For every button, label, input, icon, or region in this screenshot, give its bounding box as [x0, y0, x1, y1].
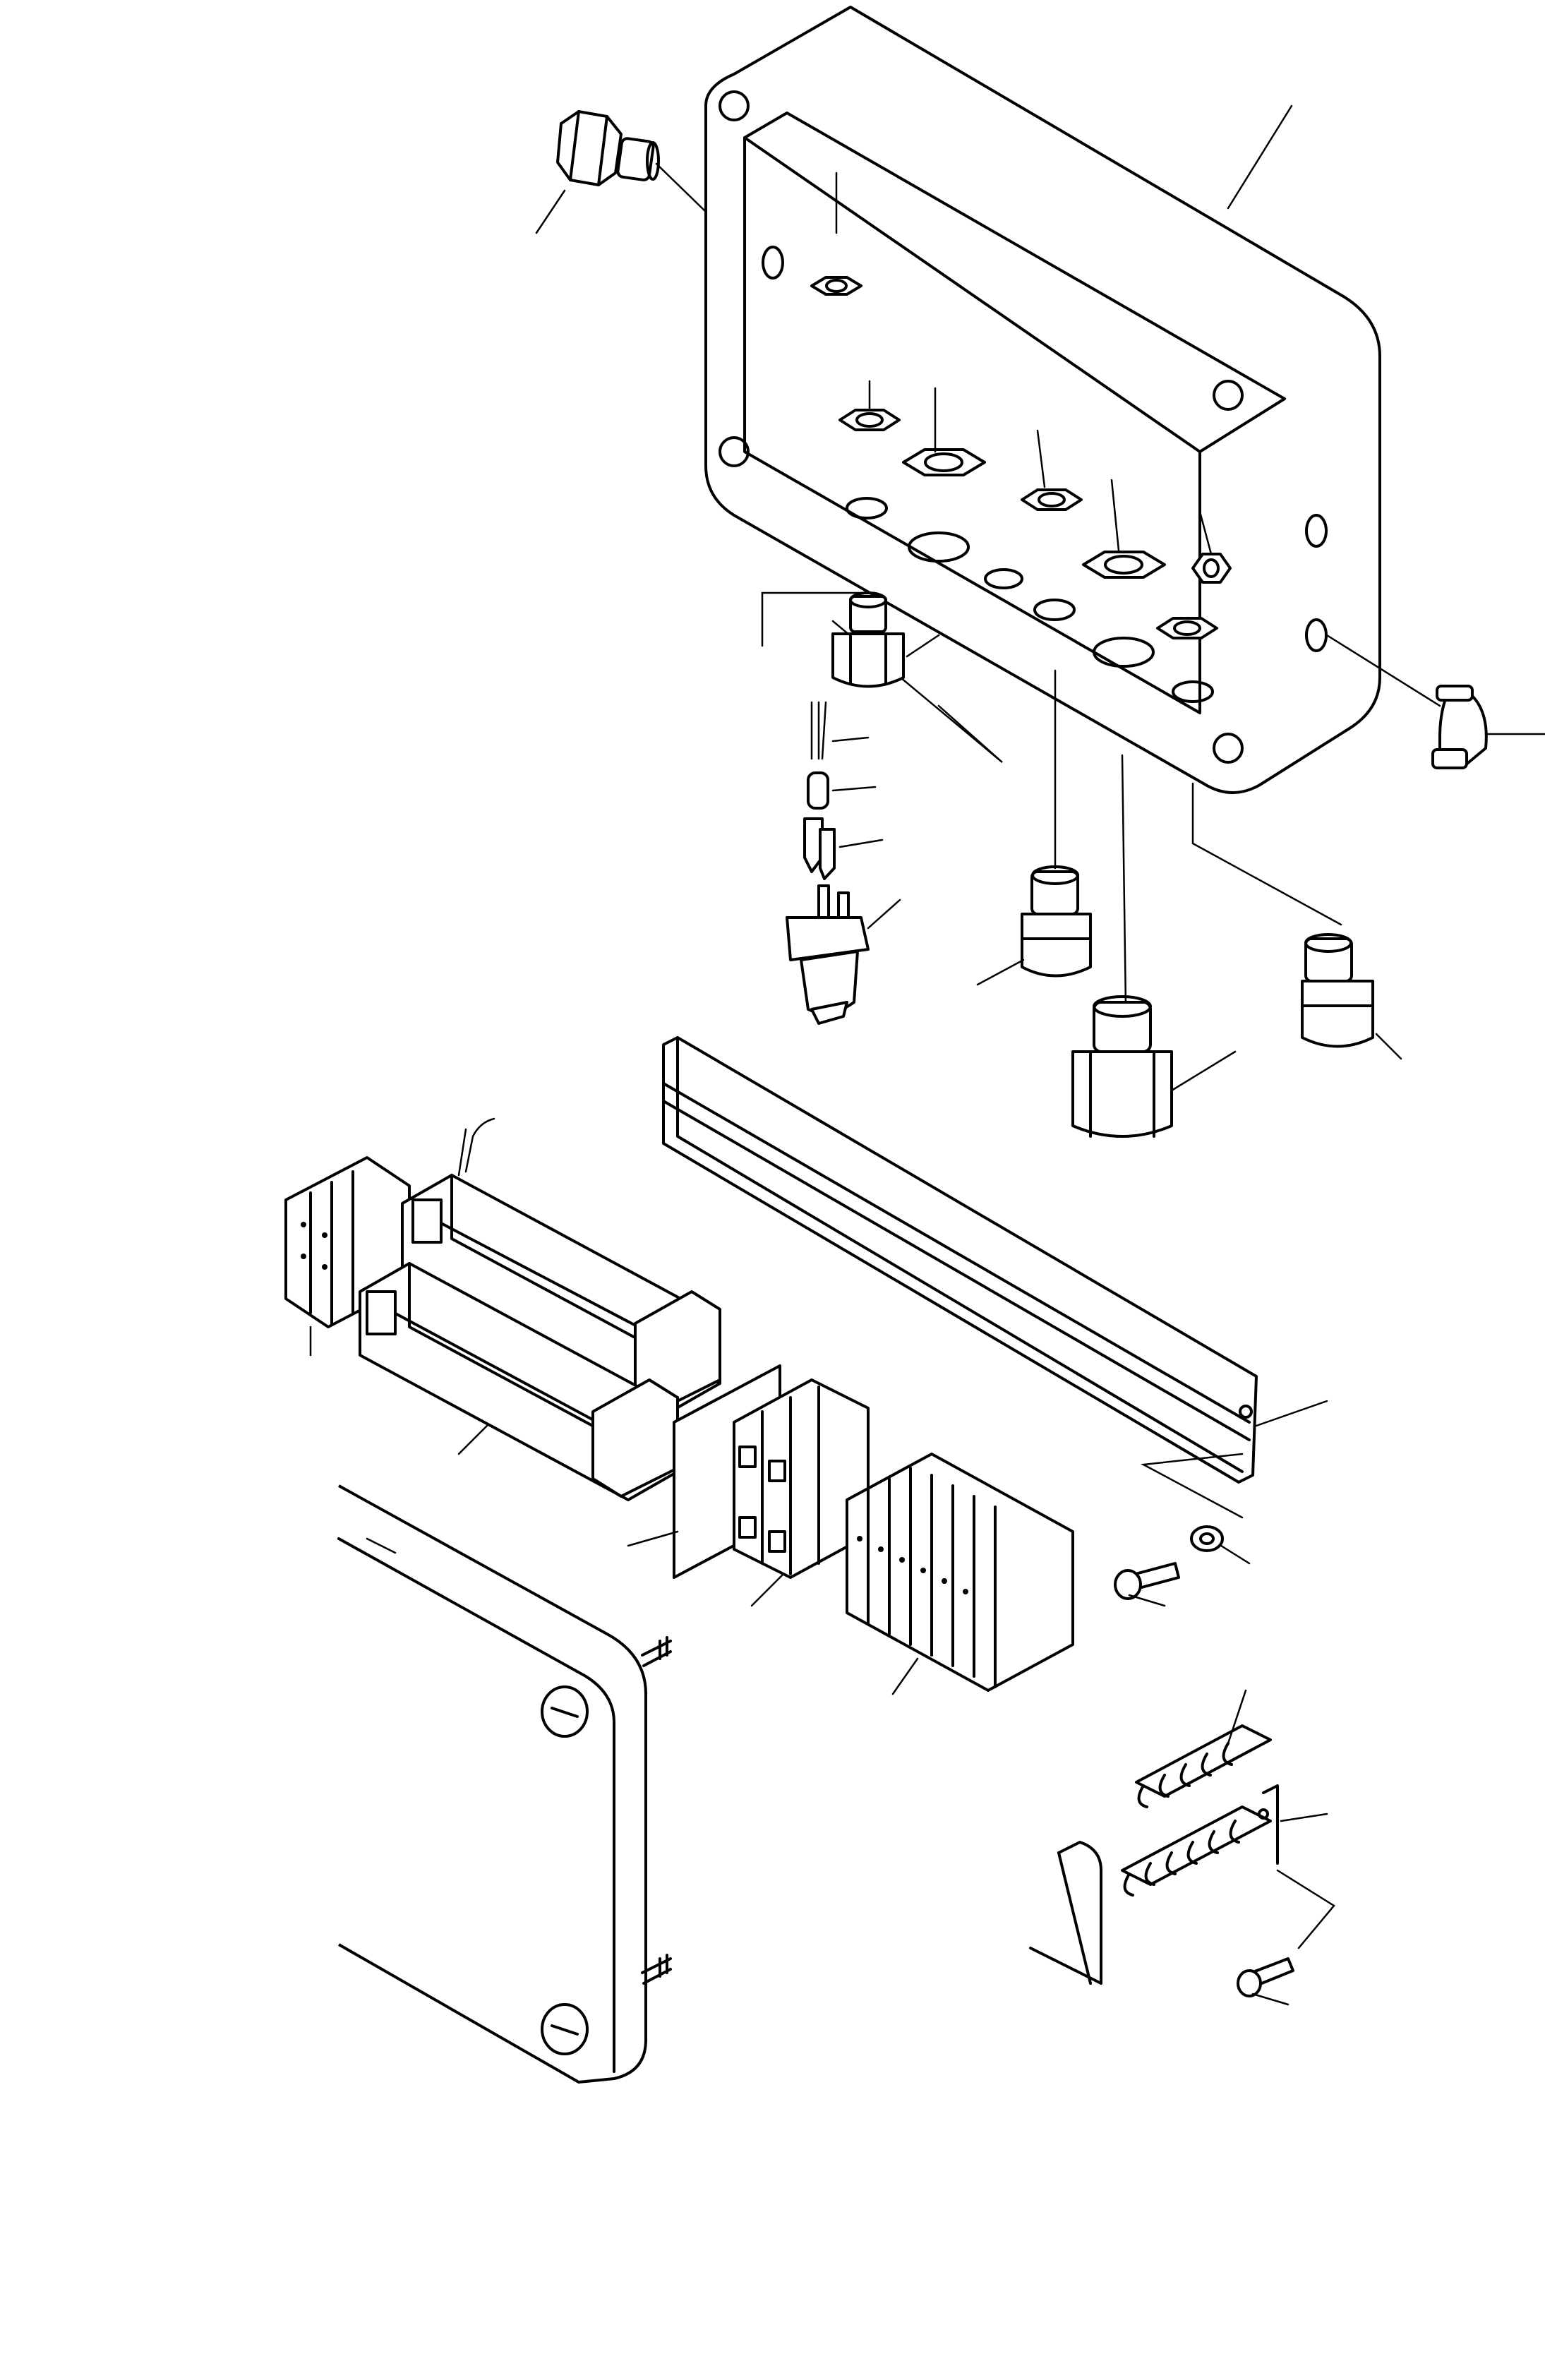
cable-gland	[831, 591, 940, 688]
cable-gland	[535, 110, 707, 234]
lock-nut	[902, 448, 986, 476]
pressure-switch	[786, 884, 901, 1025]
enclosure-cover	[337, 1484, 672, 2084]
relay-module	[401, 1117, 721, 1413]
lock-nut	[1021, 488, 1083, 511]
elbow-fitting	[1325, 634, 1545, 769]
terminal-block	[846, 1453, 1074, 1695]
flat-connector	[803, 817, 884, 880]
lock-nut	[1156, 617, 1218, 639]
enclosure-box	[704, 6, 1381, 794]
cover-screw	[541, 1636, 672, 1738]
din-rail	[662, 1036, 1328, 1519]
din-rail	[1029, 1841, 1102, 1985]
screw	[1237, 1869, 1335, 2006]
jumper-comb	[1121, 1805, 1272, 1897]
lock-nut	[838, 409, 901, 431]
cable-gland	[976, 669, 1092, 986]
cable-gland	[1071, 754, 1237, 1138]
mounting-bracket	[1258, 1784, 1328, 1865]
cable-wire	[810, 701, 870, 760]
screw	[1114, 1562, 1180, 1607]
lock-nut	[810, 276, 862, 296]
lock-nut	[1191, 553, 1232, 584]
cable-gland	[1191, 782, 1402, 1060]
fuse-holder	[733, 1378, 870, 1607]
ferrule	[807, 771, 877, 810]
cover-screw	[541, 1954, 672, 2055]
relay-module	[359, 1262, 679, 1501]
jumper-comb	[1135, 1689, 1272, 1808]
washer	[1190, 1525, 1251, 1565]
pressure-switch-group	[761, 591, 1003, 1025]
lock-nut	[1082, 551, 1166, 579]
